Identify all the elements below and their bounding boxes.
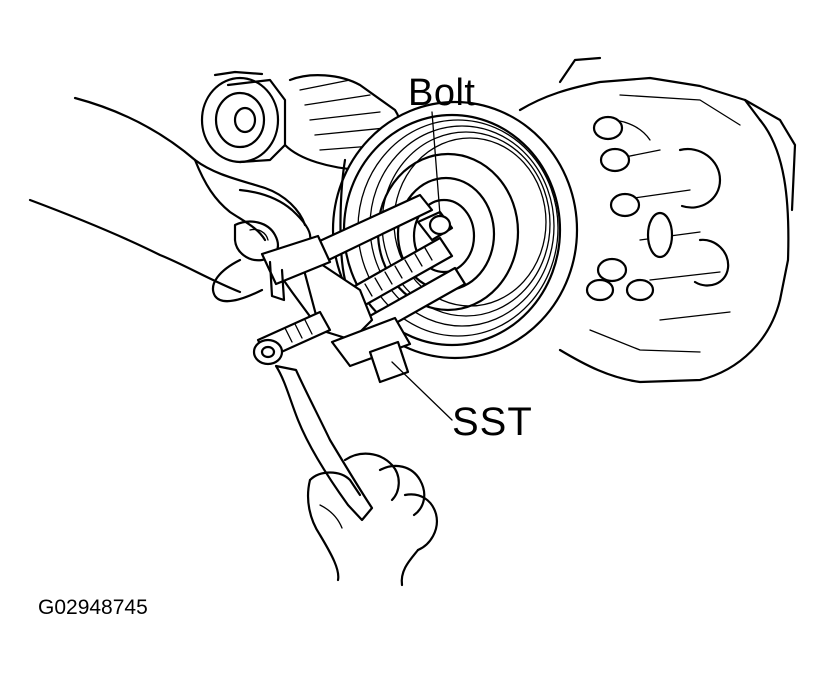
engine-block [518, 56, 797, 384]
bolt-label: Bolt [408, 72, 476, 114]
sst-label: SST [452, 400, 533, 444]
right-hand [306, 452, 438, 587]
leader-lines [391, 111, 453, 421]
wrench-handle [252, 310, 374, 522]
crankshaft-pulley [331, 100, 579, 360]
figure-code: G02948745 [38, 596, 148, 619]
sst-puller [260, 193, 467, 384]
alternator [200, 70, 403, 172]
left-hand [28, 96, 312, 303]
